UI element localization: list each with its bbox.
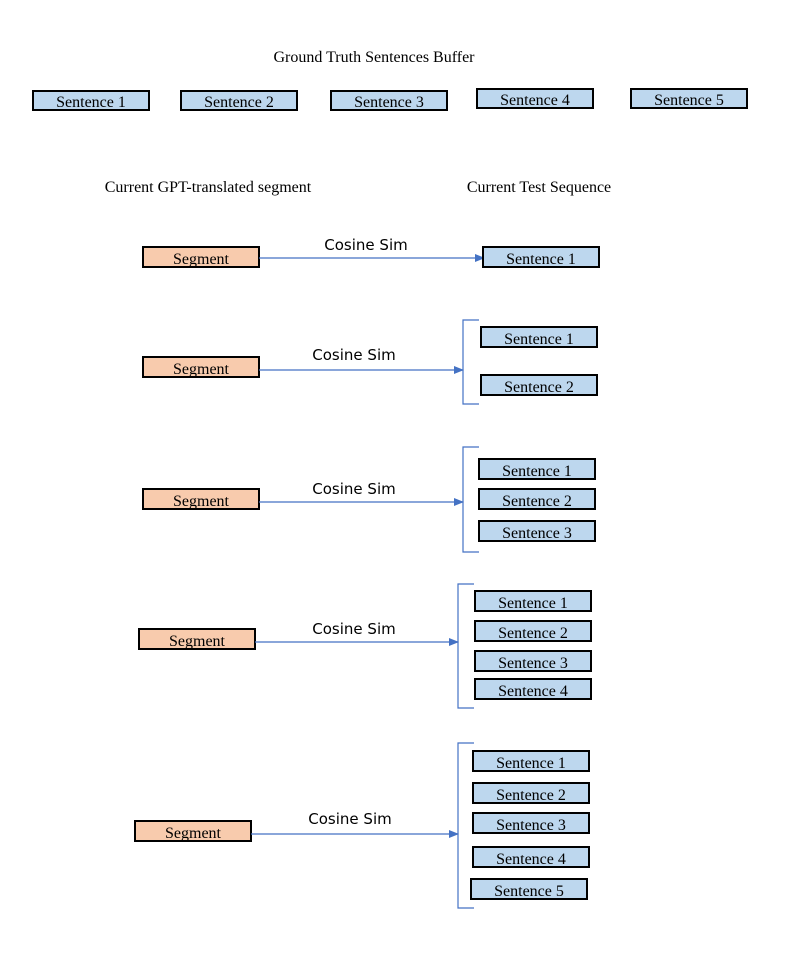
test-sentence-box: Sentence 2 xyxy=(480,374,598,396)
cosine-sim-label: Cosine Sim xyxy=(312,620,395,638)
cosine-sim-label: Cosine Sim xyxy=(312,346,395,364)
sequence-bracket xyxy=(457,742,474,909)
test-sentence-label: Sentence 4 xyxy=(496,851,566,868)
test-sentence-box: Sentence 2 xyxy=(474,620,592,642)
test-sentence-box: Sentence 3 xyxy=(474,650,592,672)
test-sentence-label: Sentence 1 xyxy=(496,755,566,772)
segment-box: Segment xyxy=(138,628,256,650)
cosine-sim-label: Cosine Sim xyxy=(324,236,407,254)
test-sentence-label: Sentence 2 xyxy=(496,787,566,804)
comparison-row-4: Segment Cosine Sim Sentence 1 Sentence 2… xyxy=(138,583,592,709)
test-sentence-box: Sentence 1 xyxy=(480,326,598,348)
test-sentence-label: Sentence 1 xyxy=(506,251,576,268)
test-sentence-label: Sentence 2 xyxy=(504,379,574,396)
test-sentence-box: Sentence 4 xyxy=(474,678,592,700)
segment-box: Segment xyxy=(142,356,260,378)
comparison-row-3: Segment Cosine Sim Sentence 1 Sentence 2… xyxy=(142,446,596,553)
segment-label: Segment xyxy=(173,493,230,510)
segment-column-title: Current GPT-translated segment xyxy=(105,179,312,196)
buffer-sentence-label: Sentence 4 xyxy=(500,92,570,109)
segment-label: Segment xyxy=(173,251,230,268)
test-sentence-box: Sentence 3 xyxy=(472,812,590,834)
buffer-sentence-label: Sentence 3 xyxy=(354,94,424,111)
test-sentence-label: Sentence 2 xyxy=(498,625,568,642)
segment-label: Segment xyxy=(169,633,226,650)
test-sentence-label: Sentence 1 xyxy=(502,463,572,480)
test-sentence-label: Sentence 3 xyxy=(502,525,572,542)
buffer-sentence-label: Sentence 2 xyxy=(204,94,274,111)
sequence-bracket xyxy=(457,583,474,709)
test-sentence-box: Sentence 1 xyxy=(474,590,592,612)
test-sentence-label: Sentence 1 xyxy=(498,595,568,612)
sequence-column-title: Current Test Sequence xyxy=(467,179,611,196)
cosine-sim-label: Cosine Sim xyxy=(312,480,395,498)
sequence-bracket xyxy=(462,446,479,553)
cosine-sim-label: Cosine Sim xyxy=(308,810,391,828)
test-sentence-label: Sentence 4 xyxy=(498,683,568,700)
test-sentence-box: Sentence 5 xyxy=(470,878,588,900)
test-sentence-box: Sentence 2 xyxy=(478,488,596,510)
test-sentence-box: Sentence 1 xyxy=(482,246,600,268)
segment-box: Segment xyxy=(142,488,260,510)
segment-box: Segment xyxy=(134,820,252,842)
buffer-sentence-box: Sentence 4 xyxy=(476,88,594,109)
test-sentence-box: Sentence 4 xyxy=(472,846,590,868)
test-sentence-label: Sentence 5 xyxy=(494,883,564,900)
comparison-row-2: Segment Cosine Sim Sentence 1 Sentence 2 xyxy=(142,319,598,405)
buffer-title: Ground Truth Sentences Buffer xyxy=(273,49,475,66)
buffer-sentence-label: Sentence 5 xyxy=(654,92,724,109)
segment-label: Segment xyxy=(173,361,230,378)
buffer-row: Sentence 1 Sentence 2 Sentence 3 Sentenc… xyxy=(32,88,748,111)
buffer-sentence-box: Sentence 3 xyxy=(330,90,448,111)
segment-box: Segment xyxy=(142,246,260,268)
segment-label: Segment xyxy=(165,825,222,842)
test-sentence-box: Sentence 3 xyxy=(478,520,596,542)
test-sentence-box: Sentence 1 xyxy=(478,458,596,480)
buffer-sentence-box: Sentence 1 xyxy=(32,90,150,111)
test-sentence-label: Sentence 1 xyxy=(504,331,574,348)
test-sentence-label: Sentence 2 xyxy=(502,493,572,510)
test-sentence-box: Sentence 2 xyxy=(472,782,590,804)
test-sentence-label: Sentence 3 xyxy=(498,655,568,672)
test-sentence-box: Sentence 1 xyxy=(472,750,590,772)
sequence-bracket xyxy=(462,319,479,405)
buffer-sentence-box: Sentence 2 xyxy=(180,90,298,111)
comparison-row-5: Segment Cosine Sim Sentence 1 Sentence 2… xyxy=(134,742,590,909)
comparison-row-1: Segment Cosine Sim Sentence 1 xyxy=(142,236,600,268)
buffer-sentence-box: Sentence 5 xyxy=(630,88,748,109)
test-sentence-label: Sentence 3 xyxy=(496,817,566,834)
buffer-sentence-label: Sentence 1 xyxy=(56,94,126,111)
